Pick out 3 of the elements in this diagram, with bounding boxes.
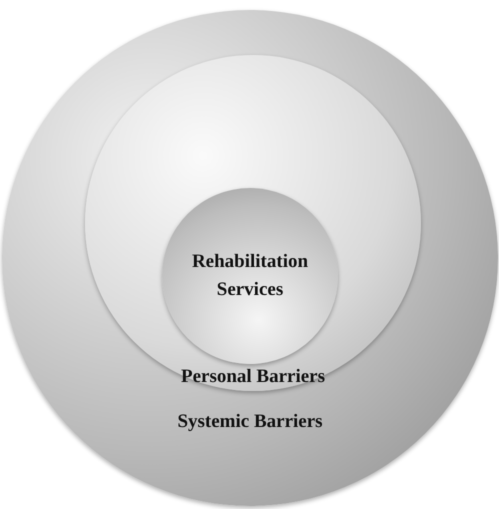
circle-label: Rehabilitation Services	[190, 250, 310, 302]
circle-label: Personal Barriers	[180, 365, 326, 389]
circle-label: Systemic Barriers	[176, 410, 324, 434]
